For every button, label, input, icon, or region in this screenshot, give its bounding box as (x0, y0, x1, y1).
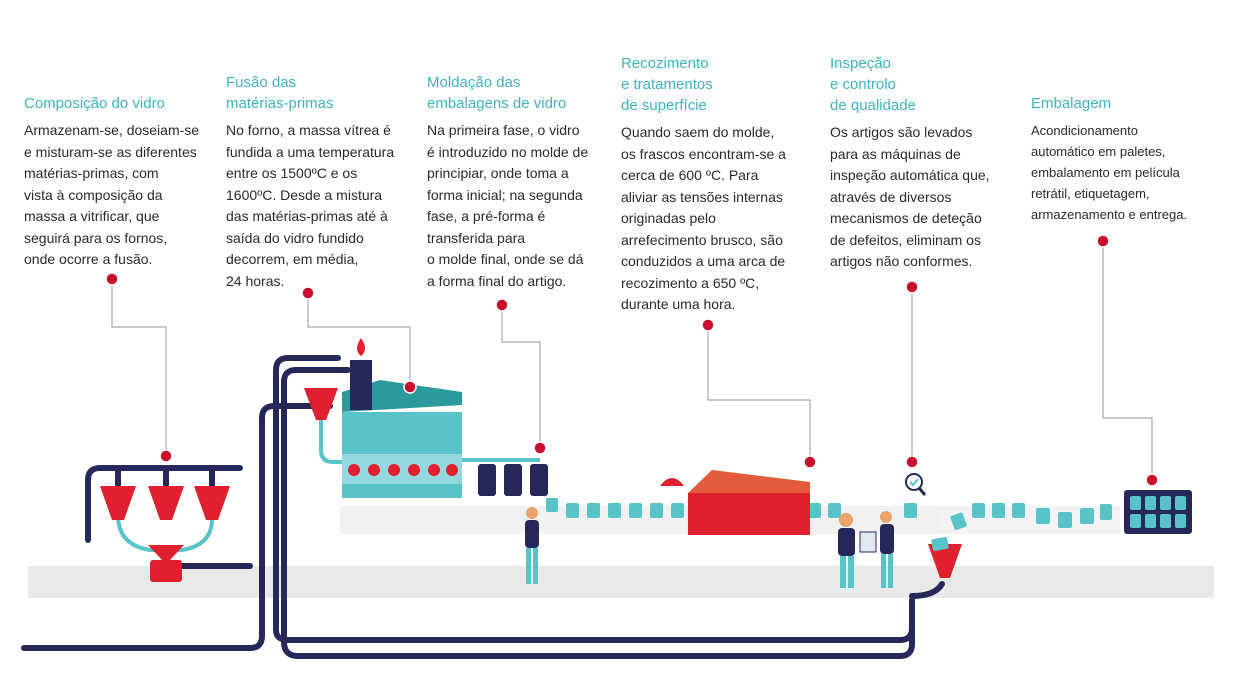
furnace (304, 338, 462, 498)
marker-step-2-top (301, 286, 315, 300)
step-fusao: Fusão das matérias-primas No forno, a ma… (226, 72, 418, 292)
marker-step-1-bottom (159, 449, 173, 463)
step-recozimento: Recozimento e tratamentos de superfície … (621, 53, 803, 316)
worker-inspector-1 (838, 513, 855, 588)
step-description: No forno, a massa vítrea é fundida a uma… (226, 122, 395, 289)
step-description: Na primeira fase, o vidro é introduzido … (427, 122, 589, 289)
step-moldacao: Moldação das embalagens de vidro Na prim… (427, 72, 607, 292)
magnifier-icon (905, 473, 927, 496)
step-description: Acondicionamento automático em paletes, … (1031, 123, 1188, 222)
step-title: Embalagem (1031, 95, 1112, 112)
worker-inspector-2 (859, 511, 894, 588)
step-title: Moldação das embalagens de vidro (427, 74, 567, 112)
marker-step-4-bottom (803, 455, 817, 469)
step-title: Fusão das matérias-primas (226, 74, 334, 112)
step-description: Armazenam-se, doseiam-se e misturam-se a… (24, 122, 200, 267)
marker-step-5-bottom (905, 455, 919, 469)
marker-step-6-top (1096, 234, 1110, 248)
marker-step-3-top (495, 298, 509, 312)
step-embalagem: Embalagem Acondicionamento automático em… (1031, 93, 1221, 225)
step-composicao: Composição do vidro Armazenam-se, doseia… (24, 93, 214, 271)
jars (546, 498, 1112, 531)
moulding-units (462, 458, 548, 496)
step-inspecao: Inspeção e controlo de qualidade Os arti… (830, 53, 1010, 273)
step-title: Recozimento e tratamentos de superfície (621, 55, 713, 114)
worker-left (525, 507, 539, 584)
markers (105, 234, 1159, 487)
floor (28, 566, 1214, 598)
reject-funnel (928, 537, 962, 578)
connector-lines (111, 241, 1153, 480)
step-title: Inspeção e controlo de qualidade (830, 55, 916, 114)
annealing-lehr (660, 470, 810, 535)
pipe-network (21, 355, 945, 659)
marker-step-2-bottom (403, 380, 417, 394)
marker-step-3-bottom (533, 441, 547, 455)
palette (1124, 490, 1192, 534)
marker-step-6-bottom (1145, 473, 1159, 487)
step-title: Composição do vidro (24, 95, 165, 112)
marker-step-4-top (701, 318, 715, 332)
step-description: Quando saem do molde, os frascos encontr… (621, 124, 786, 312)
mixing-funnels (100, 486, 230, 582)
marker-step-5-top (905, 280, 919, 294)
marker-step-1-top (105, 272, 119, 286)
step-description: Os artigos são levados para as máquinas … (830, 124, 990, 269)
